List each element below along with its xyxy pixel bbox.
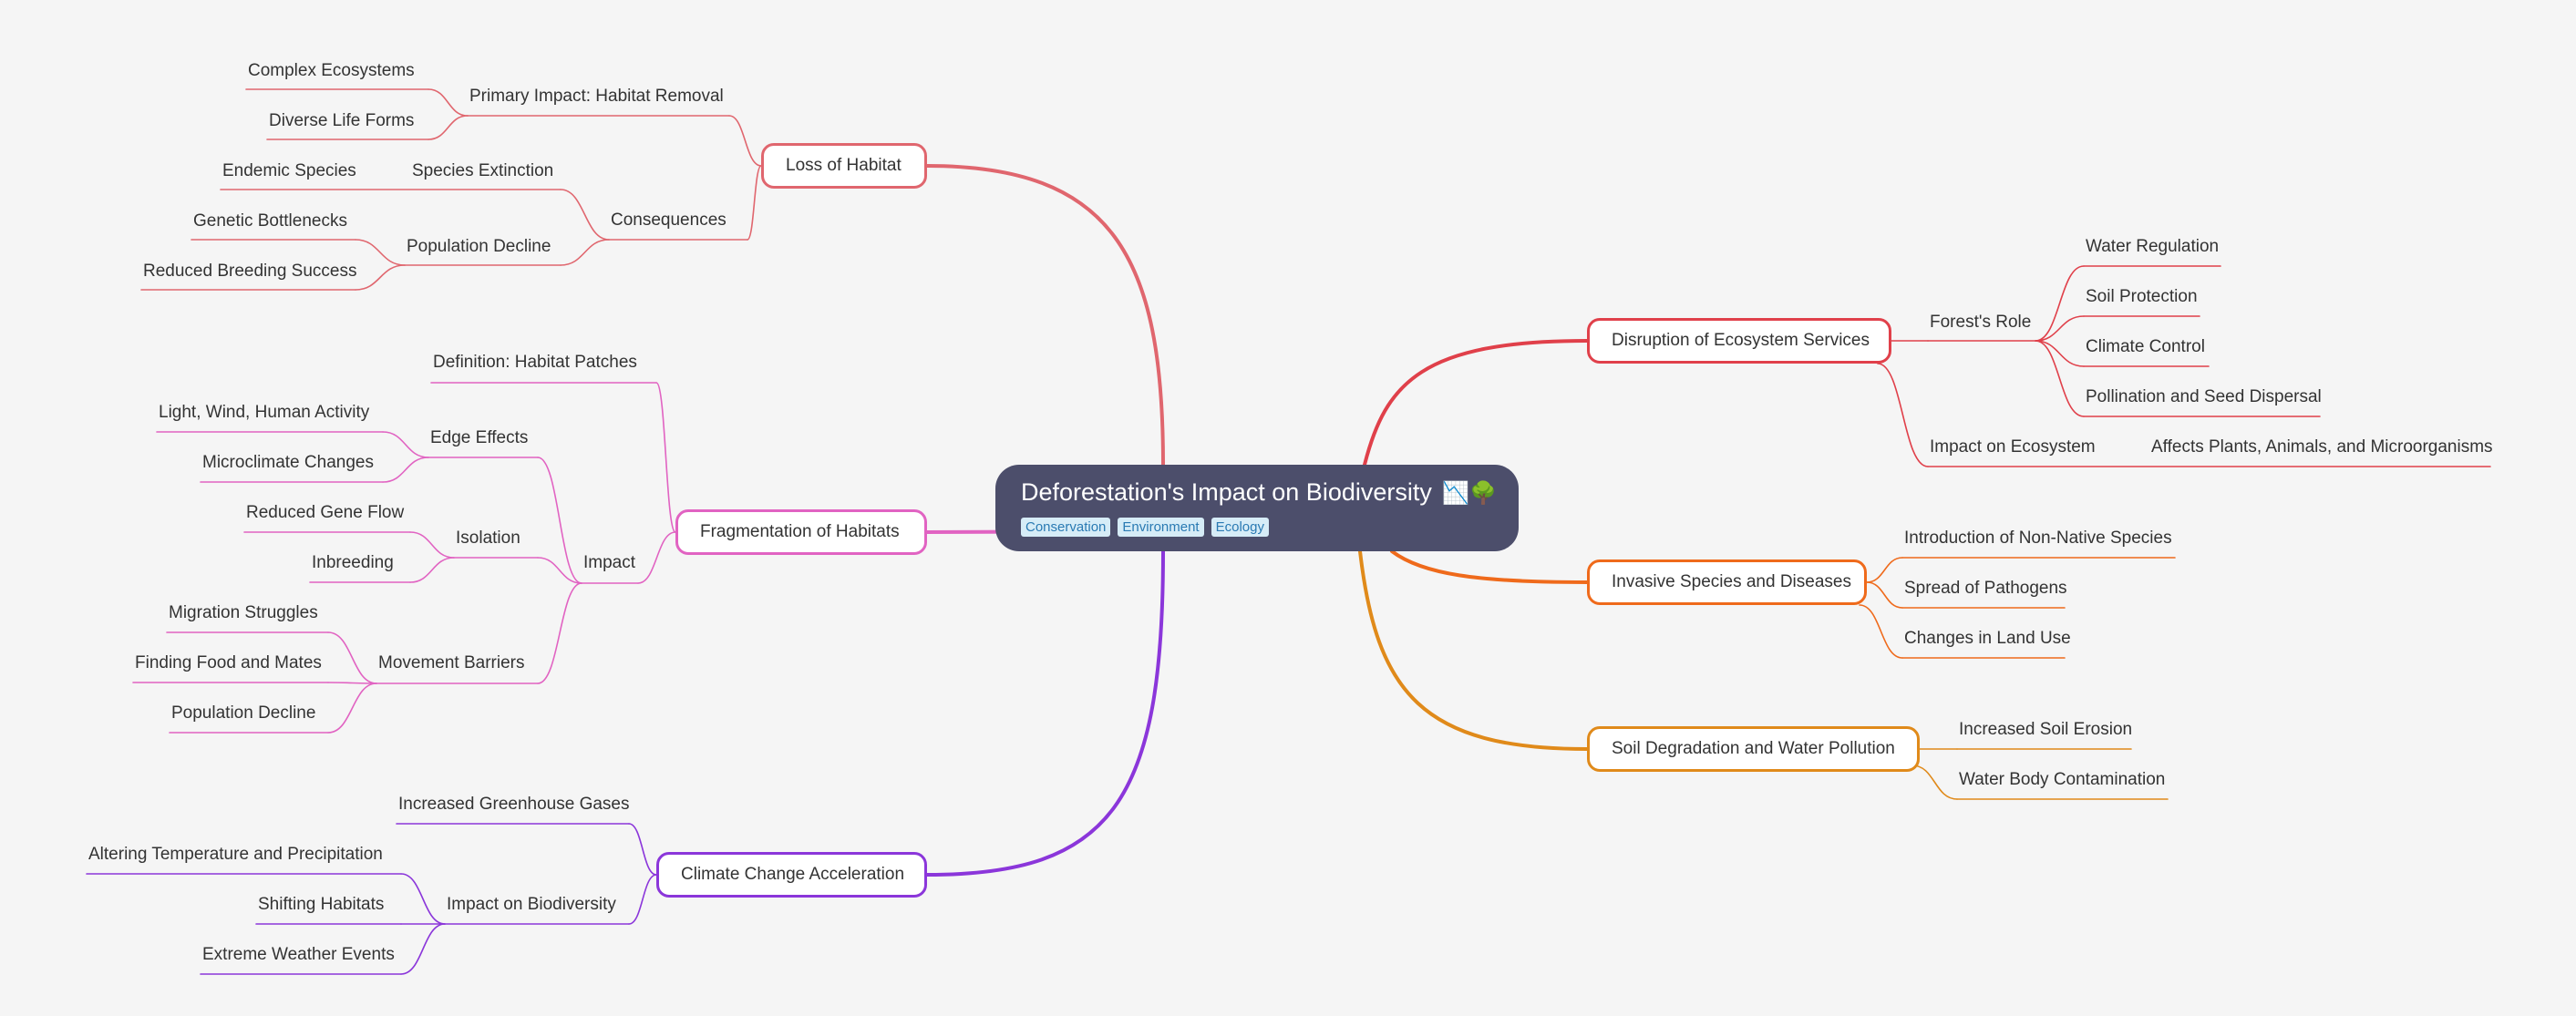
link-impact-movement (537, 582, 582, 684)
tag-ecology[interactable]: Ecology (1211, 518, 1269, 537)
link-primary-diverse (428, 115, 469, 140)
chart-tree-emoji: 📉🌳 (1442, 481, 1498, 506)
node-pollination-seed-dispersal[interactable]: Pollination and Seed Dispersal (2086, 387, 2322, 406)
node-loss-of-habitat[interactable]: Loss of Habitat (761, 143, 927, 189)
root-tags: Conservation Environment Ecology (1021, 518, 1493, 537)
link-impact-isolation (537, 557, 582, 584)
link-edge-light (382, 431, 429, 458)
link-primary-complex (428, 88, 469, 117)
node-inbreeding[interactable]: Inbreeding (312, 553, 394, 572)
link-role-water (2035, 265, 2085, 342)
node-affects-plants-animals[interactable]: Affects Plants, Animals, and Microorgani… (2151, 437, 2493, 457)
node-finding-food-and-mates[interactable]: Finding Food and Mates (135, 653, 322, 672)
link-root-soil (1358, 549, 1589, 751)
node-definition-habitat-patches[interactable]: Definition: Habitat Patches (433, 353, 637, 372)
link-frag-definition (655, 382, 676, 533)
link-role-soil (2035, 315, 2085, 342)
node-isolation[interactable]: Isolation (456, 529, 520, 548)
link-isolation-inbreeding (409, 557, 455, 583)
node-population-decline-loss[interactable]: Population Decline (407, 237, 551, 256)
node-water-body-contamination[interactable]: Water Body Contamination (1959, 770, 2166, 789)
node-impact-on-ecosystem[interactable]: Impact on Ecosystem (1930, 437, 2096, 457)
link-root-climate (925, 549, 1165, 877)
tag-environment[interactable]: Environment (1118, 518, 1204, 537)
node-microclimate-changes[interactable]: Microclimate Changes (202, 453, 374, 472)
node-altering-temperature-precipitation[interactable]: Altering Temperature and Precipitation (88, 845, 383, 864)
link-loss-consequences (747, 165, 762, 241)
node-consequences[interactable]: Consequences (611, 210, 726, 230)
link-climate-greenhouse (628, 823, 657, 876)
link-invasive-changes (1859, 604, 1903, 659)
link-consequences-extinction (560, 189, 610, 241)
link-frag-impact (637, 531, 676, 584)
node-forests-role[interactable]: Forest's Role (1930, 313, 2032, 332)
link-root-loss (925, 164, 1165, 467)
link-edge-micro (382, 457, 429, 483)
link-invasive-spread (1866, 581, 1903, 609)
node-genetic-bottlenecks[interactable]: Genetic Bottlenecks (193, 211, 347, 231)
link-disruption-ecosystem (1877, 363, 1929, 467)
link-movement-food (327, 682, 377, 684)
link-role-pollination (2035, 340, 2085, 417)
node-diverse-life-forms[interactable]: Diverse Life Forms (269, 111, 415, 130)
node-disruption-of-ecosystem-services[interactable]: Disruption of Ecosystem Services (1587, 318, 1891, 364)
node-species-extinction[interactable]: Species Extinction (412, 161, 554, 180)
node-extreme-weather-events[interactable]: Extreme Weather Events (202, 945, 395, 964)
node-invasive-species-and-diseases[interactable]: Invasive Species and Diseases (1587, 559, 1867, 605)
link-root-invasive (1390, 549, 1589, 584)
node-migration-struggles[interactable]: Migration Struggles (169, 603, 318, 622)
link-climate-impact (628, 874, 657, 925)
node-fragmentation-of-habitats[interactable]: Fragmentation of Habitats (675, 509, 927, 555)
link-movement-migration (327, 631, 377, 684)
root-node[interactable]: Deforestation's Impact on Biodiversity 📉… (995, 465, 1519, 551)
node-increased-soil-erosion[interactable]: Increased Soil Erosion (1959, 720, 2133, 739)
link-decline-bottlenecks (355, 239, 406, 266)
link-impact-edge (537, 457, 582, 584)
link-consequences-decline (560, 239, 610, 266)
link-role-climate (2035, 340, 2085, 367)
node-spread-of-pathogens[interactable]: Spread of Pathogens (1904, 579, 2067, 598)
link-isolation-gene (409, 531, 455, 559)
node-primary-impact[interactable]: Primary Impact: Habitat Removal (469, 87, 724, 106)
node-changes-in-land-use[interactable]: Changes in Land Use (1904, 629, 2071, 648)
link-soil-contamination (1911, 765, 1958, 800)
node-reduced-breeding-success[interactable]: Reduced Breeding Success (143, 262, 357, 281)
link-decline-breeding (355, 264, 406, 291)
link-invasive-introduction (1866, 557, 1903, 583)
node-climate-control[interactable]: Climate Control (2086, 337, 2205, 356)
node-endemic-species[interactable]: Endemic Species (222, 161, 356, 180)
link-root-disruption (1363, 339, 1589, 467)
link-impact-altering (400, 873, 446, 925)
node-population-decline-fragmentation[interactable]: Population Decline (171, 703, 316, 723)
node-shifting-habitats[interactable]: Shifting Habitats (258, 895, 385, 914)
node-impact-on-biodiversity[interactable]: Impact on Biodiversity (447, 895, 616, 914)
node-edge-effects[interactable]: Edge Effects (430, 428, 529, 447)
node-increased-greenhouse-gases[interactable]: Increased Greenhouse Gases (398, 795, 630, 814)
node-climate-change-acceleration[interactable]: Climate Change Acceleration (656, 852, 927, 898)
node-soil-degradation-and-water-pollution[interactable]: Soil Degradation and Water Pollution (1587, 726, 1920, 772)
node-light-wind-human-activity[interactable]: Light, Wind, Human Activity (159, 403, 370, 422)
node-complex-ecosystems[interactable]: Complex Ecosystems (248, 61, 415, 80)
link-impact-extreme (400, 923, 446, 975)
root-title-text: Deforestation's Impact on Biodiversity (1021, 478, 1432, 506)
node-introduction-non-native[interactable]: Introduction of Non-Native Species (1904, 529, 2172, 548)
node-water-regulation[interactable]: Water Regulation (2086, 237, 2220, 256)
node-reduced-gene-flow[interactable]: Reduced Gene Flow (246, 503, 405, 522)
link-loss-primary (728, 115, 762, 167)
node-movement-barriers[interactable]: Movement Barriers (378, 653, 525, 672)
node-soil-protection[interactable]: Soil Protection (2086, 287, 2198, 306)
link-movement-population (327, 682, 377, 734)
root-title: Deforestation's Impact on Biodiversity 📉… (1021, 476, 1497, 510)
tag-conservation[interactable]: Conservation (1021, 518, 1111, 537)
node-impact-fragmentation[interactable]: Impact (583, 553, 636, 572)
